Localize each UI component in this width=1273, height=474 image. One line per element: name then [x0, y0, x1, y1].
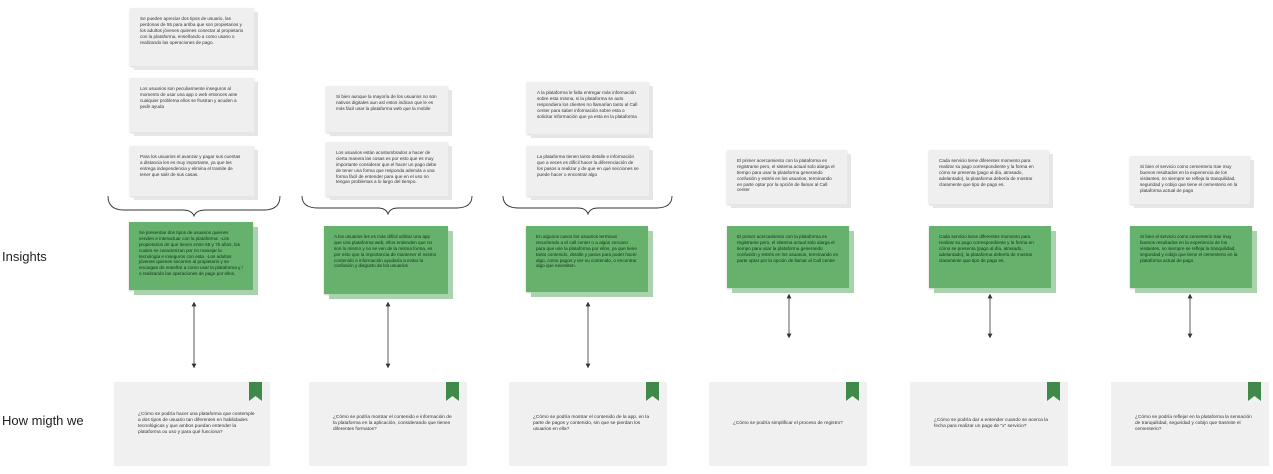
insight-note: Cada servicio tiene diferentes momento p… — [929, 226, 1051, 288]
hmw-question: ¿Cómo se podría hacer una plataforma que… — [138, 411, 255, 436]
bookmark-icon — [249, 382, 262, 401]
bookmark-icon — [446, 382, 459, 401]
bookmark-icon — [846, 382, 859, 401]
hmw-card: ¿Cómo se podría simplificar el proceso d… — [709, 382, 867, 466]
observation-note: Los usuarios están acostumbrados a hacer… — [326, 142, 448, 196]
bookmark-icon — [1047, 382, 1060, 401]
bookmark-icon — [1248, 382, 1261, 401]
insight-note: En algunos casos los usuarios terminan r… — [526, 226, 648, 292]
observation-note: Cada servicio tiene diferentes momento p… — [929, 150, 1049, 204]
hmw-question: ¿Cómo se podría mostrar el contenido de … — [533, 414, 649, 433]
bookmark-icon — [646, 382, 659, 401]
observation-note: Si bien el servicio como cementerio trae… — [1130, 156, 1250, 204]
brace-column-2 — [301, 195, 473, 216]
hmw-question: ¿Cómo se podría dar a entender cuando se… — [934, 417, 1048, 429]
observation-note: La plataforma tienen tanto detalle e inf… — [527, 146, 649, 196]
hmw-card: ¿Cómo se podría dar a entender cuando se… — [910, 382, 1068, 466]
observation-note: Se pueden apreciar dos tipos de usuario,… — [130, 8, 254, 66]
insight-note: El primer acercamiento con la plataforma… — [727, 226, 849, 288]
observation-note: El primer acercamiento con la plataforma… — [727, 150, 847, 204]
hmw-card: ¿Cómo se podría reflejar en la plataform… — [1111, 382, 1269, 466]
observation-note: Los usuarios son peculiarmente inseguros… — [130, 78, 254, 132]
hmw-question: ¿Cómo se podría reflejar en la plataform… — [1135, 414, 1252, 433]
hmw-card: ¿Cómo se podría hacer una plataforma que… — [114, 382, 270, 466]
insight-note: A los usuarios les es más difícil utiliz… — [324, 226, 448, 294]
insight-note: Si bien el servicio como cementerio trae… — [1130, 226, 1252, 288]
brace-column-1 — [107, 195, 281, 218]
brace-column-3 — [502, 195, 673, 216]
hmw-card: ¿Cómo se podría mostrar el contenido de … — [509, 382, 667, 466]
hmw-question: ¿Cómo se podría simplificar el proceso d… — [733, 420, 843, 426]
hmw-card: ¿Cómo se podría mostrar el contenido e i… — [309, 382, 467, 466]
hmw-row-label: How migth we — [2, 413, 84, 428]
hmw-question: ¿Cómo se podría mostrar el contenido e i… — [333, 414, 452, 433]
insight-note: Se presentan dos tipos de usuarios quien… — [129, 222, 253, 290]
observation-note: Si bien aunque la mayoría de los usuario… — [326, 86, 448, 132]
insights-row-label: Insights — [2, 249, 47, 264]
observation-note: A la plataforma le falta entregar más in… — [527, 82, 649, 134]
observation-note: Para los usuarios el avanzar y pagar sus… — [130, 146, 254, 196]
